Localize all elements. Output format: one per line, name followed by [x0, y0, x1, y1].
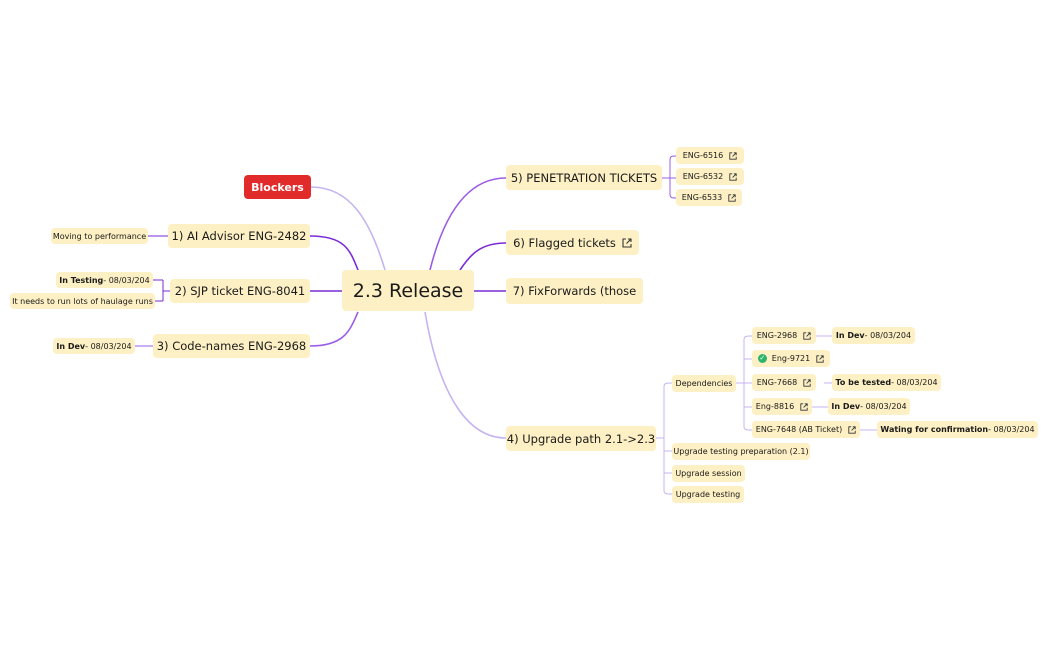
ticket-label: ENG-2968 [756, 331, 798, 340]
sjp-status-date: - 08/03/204 [103, 275, 150, 285]
link-dependencies-children [736, 335, 753, 431]
status-date: - 08/03/204 [864, 331, 912, 340]
fixforwards-node[interactable]: 7) FixForwards (those [506, 278, 643, 304]
ticket-label: ENG-6532 [682, 172, 724, 181]
upgrade-testing-preparation-node[interactable]: Upgrade testing preparation (2.1) [672, 443, 810, 460]
dep-status-eng-2968[interactable]: In Dev - 08/03/204 [832, 327, 915, 344]
external-link-icon[interactable] [729, 172, 737, 181]
dependencies-node[interactable]: Dependencies [672, 375, 736, 392]
sjp-node[interactable]: 2) SJP ticket ENG-8041 [170, 279, 310, 303]
external-link-icon[interactable] [729, 151, 737, 160]
dep-node-eng-7668[interactable]: ENG-7668 [752, 374, 816, 391]
ticket-label: ENG-7648 (AB Ticket) [755, 425, 843, 434]
check-circle-icon: ✓ [757, 354, 767, 363]
ticket-label: ENG-6533 [681, 193, 723, 202]
link-dep-status [812, 335, 877, 431]
external-link-icon[interactable] [816, 354, 824, 363]
external-link-icon[interactable] [803, 378, 811, 387]
ticket-label: Eng-9721 [771, 354, 811, 363]
status-bold: To be tested [835, 378, 892, 387]
external-link-icon[interactable] [728, 193, 736, 202]
ticket-label: ENG-6516 [682, 151, 724, 160]
dep-status-eng-8816[interactable]: In Dev - 08/03/204 [828, 398, 910, 415]
codenames-status-date: - 08/03/204 [85, 341, 132, 351]
status-bold: Wating for confirmation [880, 425, 989, 434]
external-link-icon[interactable] [803, 331, 811, 340]
link-penetration-children [662, 155, 677, 199]
link-root-ai-advisor [309, 235, 359, 271]
status-date: - 08/03/204 [860, 402, 907, 411]
link-root-codenames [309, 311, 359, 347]
flagged-label: 6) Flagged tickets [513, 235, 616, 250]
link-root-penetration [429, 177, 507, 271]
flagged-node[interactable]: 6) Flagged tickets [506, 230, 639, 255]
status-bold: In Dev [835, 331, 865, 340]
external-link-icon[interactable] [622, 237, 632, 248]
blockers-node[interactable]: Blockers [244, 175, 311, 199]
link-root-upgrade [424, 311, 507, 439]
upgrade-session-node[interactable]: Upgrade session [672, 465, 745, 482]
external-link-icon[interactable] [848, 425, 856, 434]
sjp-status-bold: In Testing [59, 275, 104, 285]
dep-status-eng-7648[interactable]: Wating for confirmation - 08/03/204 [877, 421, 1038, 438]
dep-status-eng-7668[interactable]: To be tested - 08/03/204 [832, 374, 941, 391]
ticket-node-6533[interactable]: ENG-6533 [676, 189, 742, 206]
codenames-status-node[interactable]: In Dev - 08/03/204 [53, 338, 135, 354]
status-bold: In Dev [831, 402, 861, 411]
ticket-label: Eng-8816 [755, 402, 795, 411]
dep-node-eng-8816[interactable]: Eng-8816 [752, 398, 812, 415]
ai-advisor-node[interactable]: 1) AI Advisor ENG-2482 [168, 224, 310, 248]
dep-node-eng-2968[interactable]: ENG-2968 [752, 327, 816, 344]
sjp-status-node[interactable]: In Testing - 08/03/204 [56, 272, 153, 288]
codenames-status-bold: In Dev [56, 341, 86, 351]
penetration-node[interactable]: 5) PENETRATION TICKETS [506, 165, 662, 190]
ticket-node-6516[interactable]: ENG-6516 [676, 147, 744, 164]
link-root-flagged [459, 242, 507, 271]
ticket-node-6532[interactable]: ENG-6532 [676, 168, 744, 185]
dep-node-eng-9721[interactable]: ✓ Eng-9721 [752, 350, 830, 367]
link-root-blockers [310, 186, 386, 271]
link-sjp-children [153, 279, 170, 302]
ai-advisor-child-node[interactable]: Moving to performance [51, 228, 148, 244]
status-date: - 08/03/204 [891, 378, 938, 387]
external-link-icon[interactable] [800, 402, 808, 411]
root-node[interactable]: 2.3 Release [342, 270, 474, 311]
upgrade-node[interactable]: 4) Upgrade path 2.1->2.3 [506, 426, 656, 451]
dep-node-eng-7648[interactable]: ENG-7648 (AB Ticket) [752, 421, 860, 438]
link-upgrade-children [656, 382, 673, 495]
ticket-label: ENG-7668 [756, 378, 798, 387]
sjp-note-node[interactable]: It needs to run lots of haulage runs [10, 293, 155, 309]
status-date: - 08/03/204 [988, 425, 1035, 434]
upgrade-testing-node[interactable]: Upgrade testing [672, 486, 744, 503]
codenames-node[interactable]: 3) Code-names ENG-2968 [153, 334, 310, 358]
